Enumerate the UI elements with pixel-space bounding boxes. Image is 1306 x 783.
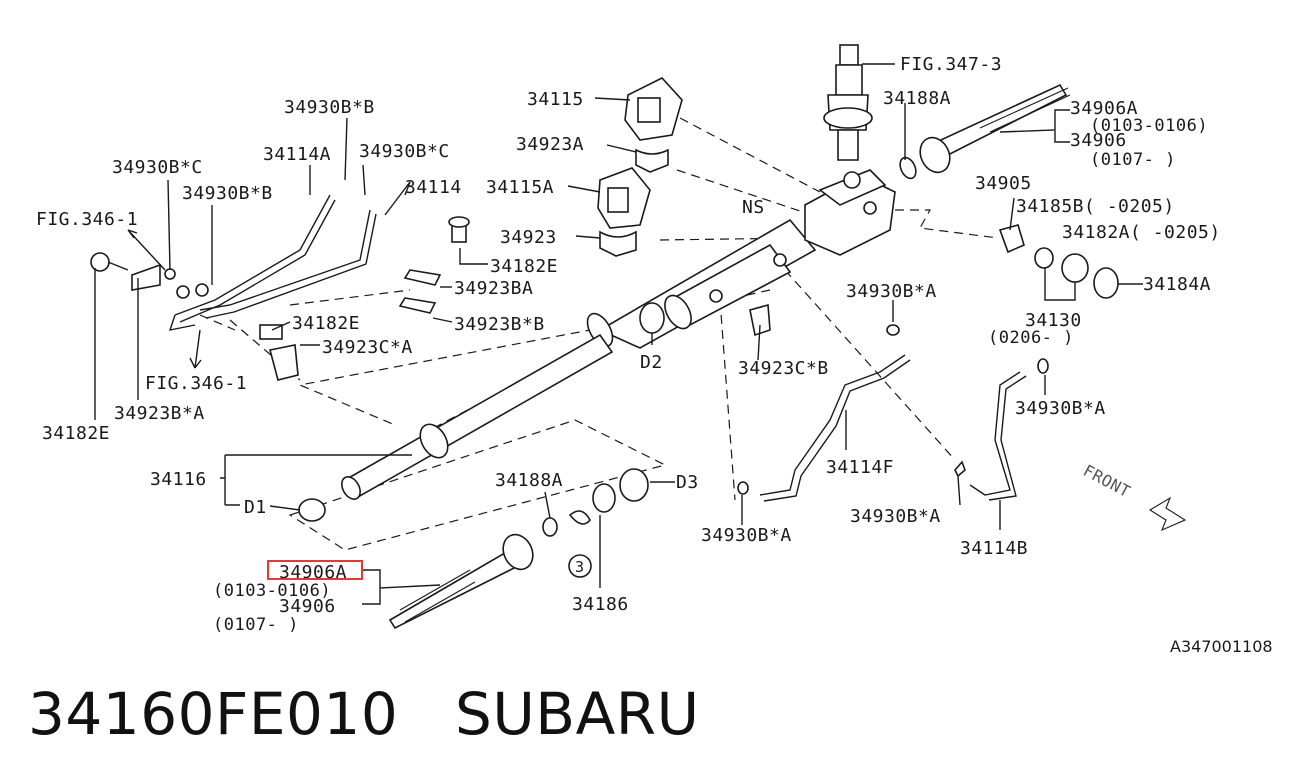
label-34923b-b: 34923B*B [454,314,545,335]
label-34114a: 34114A [263,144,331,165]
label-34115: 34115 [527,89,584,110]
label-34906a-top: 34906A [1070,98,1138,119]
label-34923c-b: 34923C*B [738,358,829,379]
label-34906-bottom: 34906 [279,596,336,617]
label-circle-3: 3 [575,558,585,576]
part-number: 34160FE010 [28,680,399,748]
label-34130: 34130 [1025,310,1082,331]
small-brackets [259,216,771,381]
label-34923b-a-2: 34923B*A [114,403,205,424]
front-direction-indicator [1148,496,1187,532]
tie-rod-top [899,83,1071,180]
label-34930b-c-1: 34930B*C [112,157,203,178]
label-34930b-b-2: 34930B*B [182,183,273,204]
label-range-0103-0106-top: (0103-0106) [1090,116,1208,136]
label-34114f: 34114F [826,457,894,478]
label-34188a-top: 34188A [883,88,951,109]
label-34116: 34116 [150,469,207,490]
label-34923c-a: 34923C*A [322,337,413,358]
tie-rod-bottom [388,468,649,630]
label-fig-346-1-a: FIG.346-1 [36,209,138,230]
label-34930b-b-1: 34930B*B [284,97,375,118]
label-34184a: 34184A [1143,274,1211,295]
label-range-0107-bottom: (0107- ) [213,615,299,635]
label-34906-top: 34906 [1070,130,1127,151]
leader-lines [94,63,1143,605]
label-34930b-c-2: 34930B*C [359,141,450,162]
label-34923: 34923 [500,227,557,248]
label-range-0103-0106-bottom: (0103-0106) [213,581,331,601]
label-d2: D2 [640,352,663,373]
fluid-lines-right [737,324,1049,502]
fluid-lines-left [90,181,411,331]
brand-name: SUBARU [455,680,700,748]
label-34182a: 34182A( -0205) [1062,222,1221,243]
label-34930b-a-3: 34930B*A [850,506,941,527]
highlight-box [267,560,363,580]
label-34182e-1: 34182E [490,256,558,277]
label-34182e-2: 34182E [292,313,360,334]
label-34923a: 34923A [516,134,584,155]
label-ns: NS [742,197,765,218]
part-labels: FIG.347-3 34188A 34906A (0103-0106) 3490… [36,54,1273,656]
label-34923ba: 34923BA [454,278,533,299]
label-34186: 34186 [572,594,629,615]
label-fig-347-3: FIG.347-3 [900,54,1002,75]
label-34930b-a-1: 34930B*A [846,281,937,302]
label-34930b-a-2: 34930B*A [1015,398,1106,419]
label-d1: D1 [244,497,267,518]
label-34906a-bottom: 34906A [279,562,347,583]
label-34114b: 34114B [960,538,1028,559]
label-d3: D3 [676,472,699,493]
caption: 34160FE010 SUBARU [28,680,700,748]
label-34115a: 34115A [486,177,554,198]
label-range-0206: (0206- ) [988,328,1074,348]
label-34185b: 34185B( -0205) [1016,196,1175,217]
label-34114: 34114 [405,177,462,198]
label-34188a-bottom: 34188A [495,470,563,491]
label-front: FRONT [1080,461,1134,502]
diagram-reference-code: A347001108 [1170,637,1273,656]
boot-tube [298,302,665,522]
label-fig-346-1-b: FIG.346-1 [145,373,247,394]
label-34905: 34905 [975,173,1032,194]
label-34182e-3: 34182E [42,423,110,444]
label-range-0107-top: (0107- ) [1090,150,1176,170]
label-34930b-a-4: 34930B*A [701,525,792,546]
